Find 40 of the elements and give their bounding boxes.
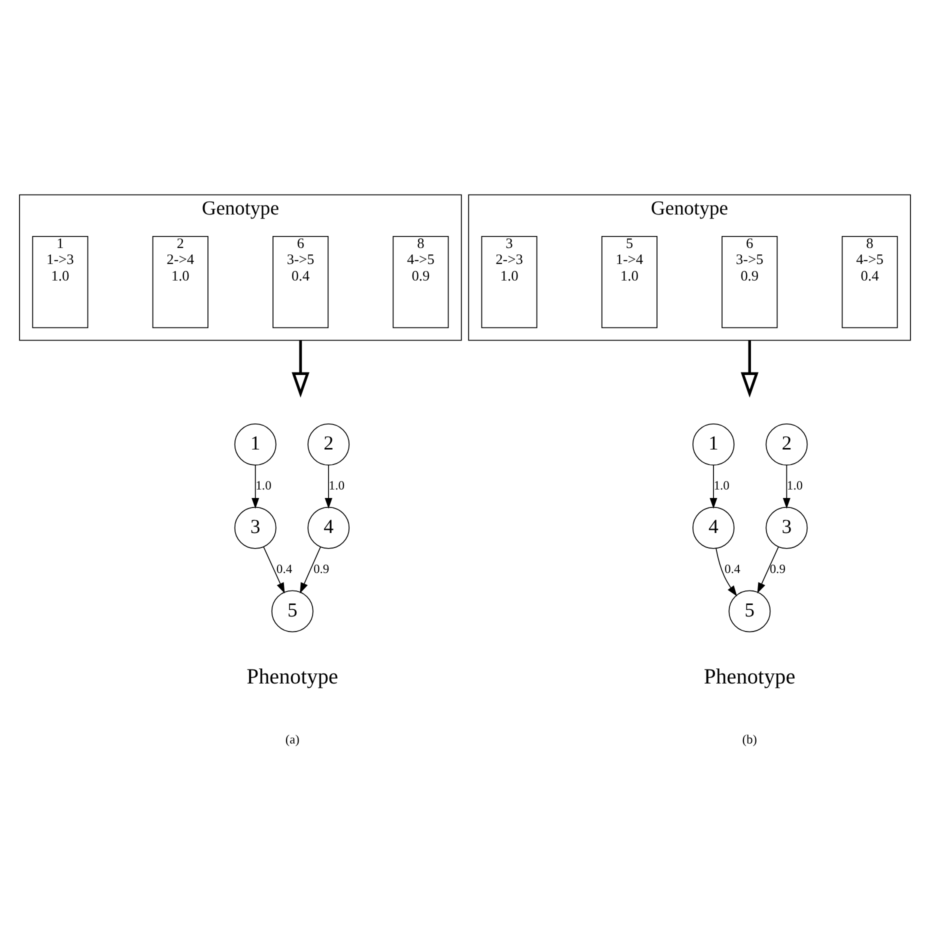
node-circle: 4 bbox=[692, 506, 734, 548]
edge-label: 1.0 bbox=[256, 478, 272, 492]
edge-label: 1.0 bbox=[714, 478, 730, 492]
node-circle: 3 bbox=[766, 506, 808, 548]
edge-label: 0.9 bbox=[313, 561, 330, 576]
node-box: 8 4->5 0.4 bbox=[842, 235, 898, 328]
label: Phenotype bbox=[704, 664, 796, 688]
edge-label: 0.4 bbox=[276, 561, 292, 576]
node-box: 1 1->3 1.0 bbox=[32, 235, 88, 328]
node-box: 8 4->5 0.9 bbox=[392, 235, 449, 328]
node-circle: 3 bbox=[234, 506, 276, 548]
edge-label: 0.4 bbox=[724, 561, 740, 576]
label: (b) bbox=[742, 732, 757, 746]
node-box: 5 1->4 1.0 bbox=[601, 235, 658, 328]
edge-label: 1.0 bbox=[786, 478, 803, 492]
arrow bbox=[263, 546, 285, 594]
arrow bbox=[716, 547, 738, 596]
arrow bbox=[782, 464, 790, 508]
node-circle: 5 bbox=[728, 590, 771, 632]
label: Phenotype bbox=[246, 664, 338, 688]
node-circle: 1 bbox=[234, 423, 276, 466]
node-box: 6 3->5 0.9 bbox=[722, 235, 778, 328]
label: (a) bbox=[285, 732, 300, 746]
arrow bbox=[252, 464, 260, 508]
node-circle: 4 bbox=[308, 506, 350, 548]
arrow bbox=[740, 340, 758, 398]
edge-label: 0.9 bbox=[770, 561, 786, 576]
node-circle: 1 bbox=[692, 423, 734, 466]
arrow bbox=[292, 340, 310, 398]
node-box: 3 2->3 1.0 bbox=[481, 235, 538, 328]
arrow bbox=[757, 546, 779, 594]
arrow bbox=[710, 464, 718, 508]
arrow bbox=[324, 464, 332, 508]
node-box: 6 3->5 0.4 bbox=[272, 235, 329, 328]
node-circle: 2 bbox=[766, 423, 808, 466]
node-box: 2 2->4 1.0 bbox=[152, 235, 208, 328]
arrow bbox=[300, 546, 321, 594]
node-circle: 5 bbox=[271, 590, 314, 632]
edge-label: 1.0 bbox=[328, 478, 345, 492]
node-circle: 2 bbox=[308, 423, 350, 466]
